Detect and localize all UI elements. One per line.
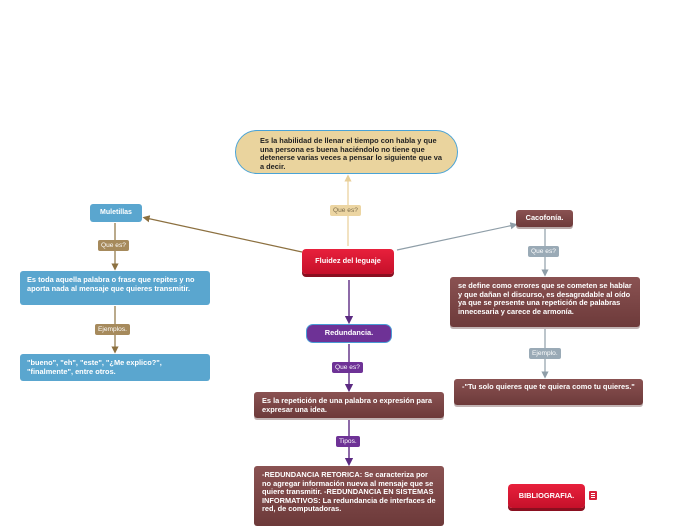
- cacofonia-link-label: Que es?: [528, 246, 559, 257]
- cacofonia-definition-node[interactable]: se define como errores que se cometen se…: [450, 277, 640, 327]
- redundancia-definition-node[interactable]: Es la repetición de una palabra o expres…: [254, 392, 444, 418]
- muletillas-examples-text: "bueno", "eh", "este", "¿Me explico?", "…: [27, 358, 162, 376]
- cacofonia-example-text: -"Tu solo quieres que te quiera como tu …: [462, 382, 635, 391]
- redundancia-link-label: Que es?: [332, 362, 363, 373]
- muletillas-examples-label: Ejemplos.: [95, 324, 130, 335]
- redundancia-definition-text: Es la repetición de una palabra o expres…: [262, 396, 433, 414]
- muletillas-link-label: Que es?: [98, 240, 129, 251]
- bibliography-node[interactable]: BIBLIOGRAFIA.: [508, 484, 585, 508]
- redundancia-types-label: Tipos.: [336, 436, 360, 447]
- definition-node[interactable]: Es la habilidad de llenar el tiempo con …: [235, 130, 458, 174]
- note-icon[interactable]: [589, 491, 597, 500]
- redundancia-node[interactable]: Redundancia.: [306, 324, 392, 343]
- muletillas-title: Muletillas: [100, 208, 132, 216]
- central-topic-label: Fluidez del leguaje: [315, 256, 381, 266]
- cacofonia-examples-label: Ejemplo.: [529, 348, 561, 359]
- muletillas-definition-node[interactable]: Es toda aquella palabra o frase que repi…: [20, 271, 210, 305]
- cacofonia-node[interactable]: Cacofonía.: [516, 210, 573, 227]
- line-central-muletillas: [142, 215, 303, 253]
- definition-text: Es la habilidad de llenar el tiempo con …: [260, 136, 442, 171]
- line-central-cacofonia: [396, 222, 518, 251]
- redundancia-types-node[interactable]: -REDUNDANCIA RETORICA: Se caracteriza po…: [254, 466, 444, 526]
- central-topic-node[interactable]: Fluidez del leguaje: [302, 249, 394, 274]
- muletillas-examples-node[interactable]: "bueno", "eh", "este", "¿Me explico?", "…: [20, 354, 210, 381]
- cacofonia-title: Cacofonía.: [525, 213, 564, 223]
- muletillas-definition-text: Es toda aquella palabra o frase que repi…: [27, 275, 195, 293]
- redundancia-title: Redundancia.: [324, 328, 374, 338]
- bibliography-label: BIBLIOGRAFIA.: [518, 490, 575, 500]
- center-link-label: Que es?: [330, 205, 361, 216]
- cacofonia-definition-text: se define como errores que se cometen se…: [458, 281, 632, 316]
- redundancia-types-text: -REDUNDANCIA RETORICA: Se caracteriza po…: [262, 470, 436, 514]
- cacofonia-example-node[interactable]: -"Tu solo quieres que te quiera como tu …: [454, 379, 643, 405]
- muletillas-node[interactable]: Muletillas: [90, 204, 142, 222]
